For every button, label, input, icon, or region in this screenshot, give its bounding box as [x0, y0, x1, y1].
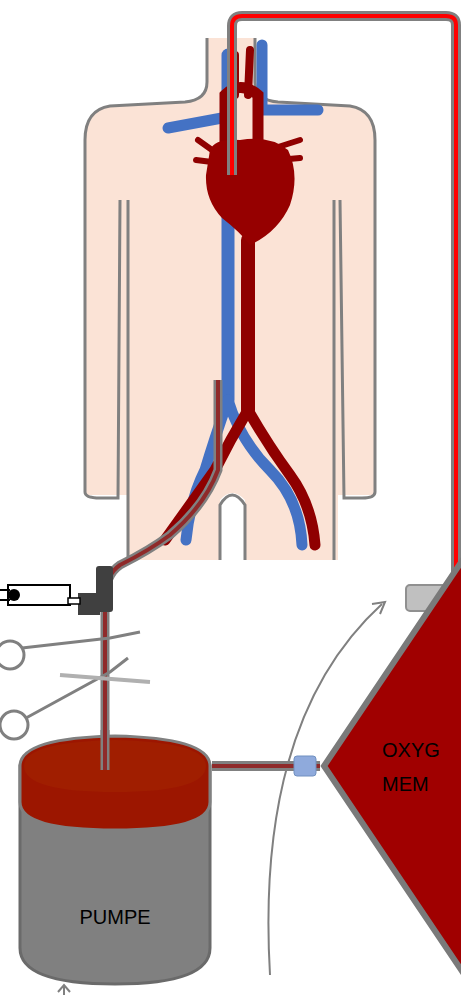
blood-tube: [212, 756, 320, 776]
heart: [206, 139, 295, 245]
t-branch: [78, 593, 100, 615]
node-label: PUMPE: [18, 900, 212, 934]
return-line: [232, 16, 456, 575]
return-blood: [232, 16, 456, 575]
veins: [168, 45, 318, 545]
drainage-cannula: [105, 380, 218, 760]
oxygenator-diamond: OXYG MEM: [320, 545, 461, 987]
arteries: [165, 50, 315, 545]
clamp: [0, 632, 150, 739]
oxygenator-diamond-shape: [320, 545, 461, 987]
syringe: [0, 585, 80, 605]
pump-box: PUMPE: [18, 730, 212, 988]
node-label: OXYG MEM: [382, 733, 454, 801]
cannula-blood: [105, 380, 218, 760]
pump-box-shape: [18, 730, 212, 988]
